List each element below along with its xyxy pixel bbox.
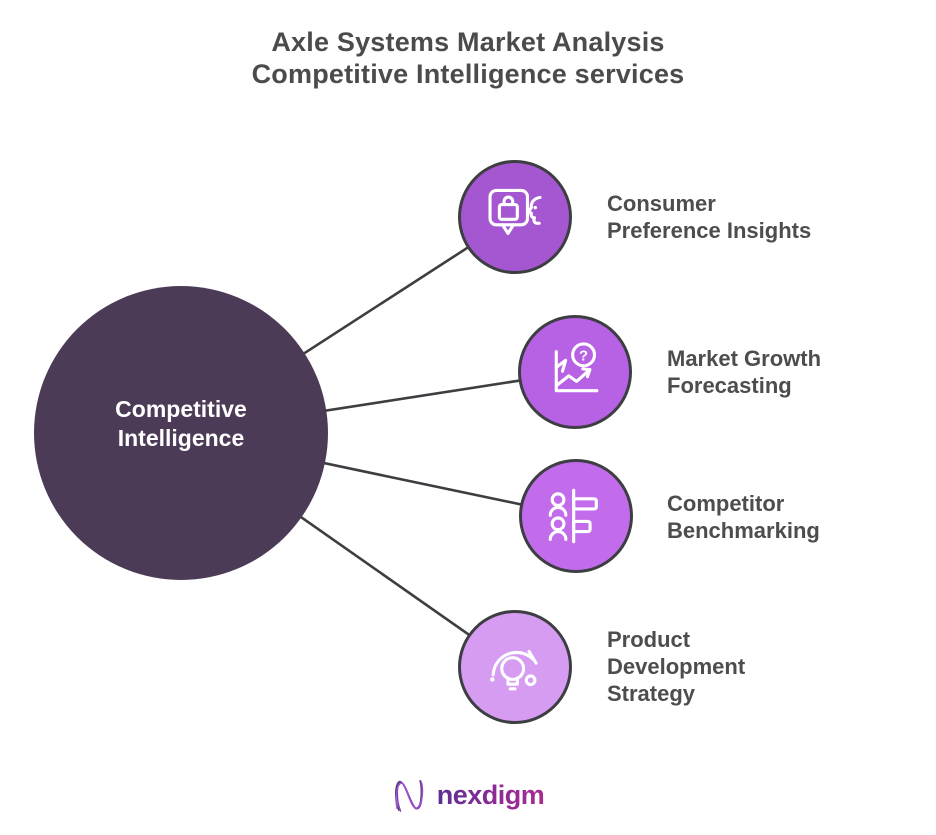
nexdigm-logo: nexdigm	[0, 770, 936, 820]
page-title: Axle Systems Market Analysis Competitive…	[0, 26, 936, 90]
label-line: Strategy	[607, 681, 696, 706]
central-label-line: Intelligence	[117, 425, 245, 451]
label-line: Benchmarking	[667, 518, 820, 543]
label-line: Product	[607, 627, 691, 652]
node-consumer-preference-label: Consumer Preference Insights	[607, 190, 811, 244]
question-mark-glyph: ?	[579, 348, 588, 364]
node-product-development-label: Product Development Strategy	[607, 626, 745, 707]
label-line: Forecasting	[667, 373, 792, 398]
label-line: Competitor	[667, 491, 785, 516]
node-market-growth-label: Market Growth Forecasting	[667, 345, 821, 399]
nexdigm-logo-text: nexdigm	[436, 779, 545, 810]
central-node: Competitive Intelligence	[34, 286, 328, 580]
label-line: Development	[607, 654, 746, 679]
label-line: Consumer	[607, 191, 716, 216]
people-bars-benchmark-icon	[548, 488, 598, 544]
lightbulb-arc-strategy-icon	[490, 649, 538, 691]
node-market-growth-circle: ?	[518, 315, 632, 429]
central-node-label: Competitive Intelligence	[115, 395, 247, 453]
speech-bubble-shopping-bag-face-icon	[488, 188, 542, 235]
nexdigm-logo-icon	[394, 779, 423, 812]
title-line-2: Competitive Intelligence services	[251, 59, 685, 89]
growth-chart-question-icon: ?	[554, 342, 599, 393]
title-line-1: Axle Systems Market Analysis	[271, 27, 665, 57]
node-competitor-benchmarking-circle	[519, 459, 633, 573]
label-line: Preference Insights	[607, 218, 812, 243]
node-consumer-preference-circle	[458, 160, 572, 274]
node-product-development-circle	[458, 610, 572, 724]
label-line: Market Growth	[667, 346, 822, 371]
node-competitor-benchmarking-label: Competitor Benchmarking	[667, 490, 820, 544]
central-label-line: Competitive	[115, 396, 247, 422]
